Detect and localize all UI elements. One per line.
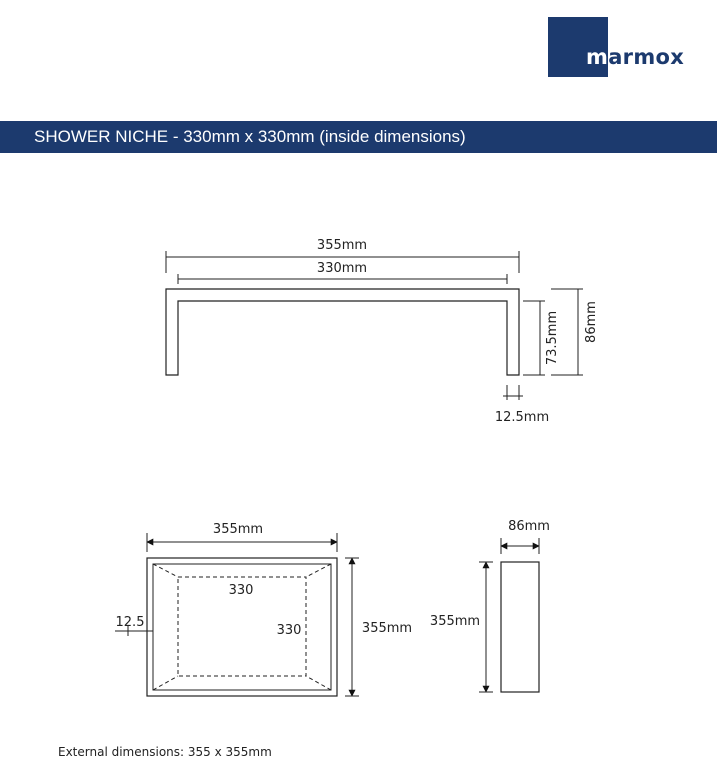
brand-logo-text: marmox [586, 44, 684, 70]
face-corner-line [152, 563, 179, 578]
label-side-depth: 86mm [508, 519, 550, 534]
label-face-inner-height: 330 [277, 623, 302, 638]
label-face-height: 355mm [362, 621, 412, 636]
face-view [115, 533, 359, 697]
brand-logo-rest: armox [608, 45, 685, 69]
label-inner-width: 330mm [317, 261, 367, 276]
label-face-inner-width: 330 [229, 583, 254, 598]
brand-logo-box [548, 17, 608, 77]
label-wall-thickness: 12.5mm [495, 410, 549, 425]
face-corner-line [305, 563, 332, 578]
face-corner-line [152, 675, 179, 691]
label-outer-width: 355mm [317, 238, 367, 253]
face-outer-frame [146, 557, 338, 697]
face-corner-line [305, 675, 332, 691]
niche-profile-outline [165, 288, 520, 376]
side-view [479, 538, 540, 693]
label-inner-depth: 73.5mm [545, 311, 560, 365]
side-profile [500, 561, 540, 693]
title-bar: SHOWER NICHE - 330mm x 330mm (inside dim… [0, 121, 717, 153]
footer-note: External dimensions: 355 x 355mm [58, 745, 272, 759]
brand-logo-initial: m [586, 45, 609, 69]
face-rim [152, 563, 332, 691]
front-view [165, 251, 583, 400]
label-face-width: 355mm [213, 522, 263, 537]
face-inner-opening [177, 576, 307, 677]
label-face-rim: 12.5 [116, 615, 145, 630]
label-total-depth: 86mm [584, 301, 599, 343]
label-side-height: 355mm [430, 614, 480, 629]
page-title: SHOWER NICHE - 330mm x 330mm (inside dim… [34, 127, 466, 146]
